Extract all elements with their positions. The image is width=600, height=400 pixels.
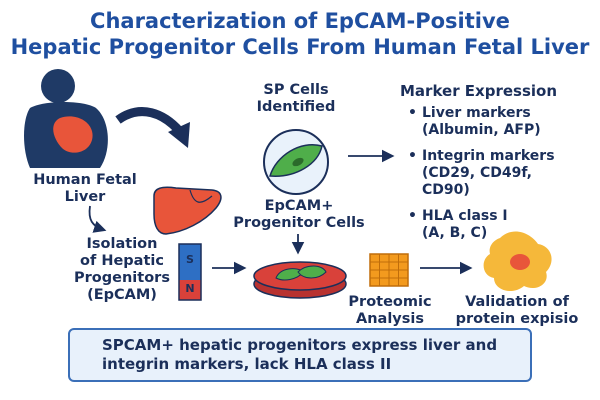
marker-list: Liver markers (Albumin, AFP) Integrin ma…: [408, 105, 598, 251]
title-line-2: Hepatic Progenitor Cells From Human Feta…: [10, 35, 590, 59]
fetal-liver-icon: [53, 116, 93, 153]
pregnant-silhouette-icon: [24, 69, 108, 168]
petri-dish-icon: [253, 261, 347, 299]
magnet-pole-s: S: [186, 253, 194, 266]
marker-heading: Marker Expression: [400, 82, 558, 100]
sp-cell-icon: [263, 129, 329, 195]
magnet-icon: [178, 243, 202, 301]
validation-cell-icon: [483, 231, 552, 292]
title-line-1: Characterization of EpCAM-Positive: [90, 9, 510, 33]
liver-organ-icon: [153, 186, 222, 235]
conclusion-text: SPCAM+ hepatic progenitors express liver…: [102, 336, 498, 373]
marker-item-integrin: Integrin markers (CD29, CD49f, CD90): [408, 148, 598, 199]
label-validation: Validation of protein expisio: [455, 294, 579, 327]
proteomic-grid-icon: [369, 253, 409, 287]
marker-item-liver: Liver markers (Albumin, AFP): [408, 105, 598, 139]
label-human-fetal-liver: Human Fetal Liver: [33, 172, 137, 205]
label-isolation: Isolation of Hepatic Progenitors (EpCAM): [74, 236, 170, 303]
arrow-to-isolation: [88, 205, 107, 233]
magnet-pole-n: N: [185, 282, 195, 295]
marker-item-hla: HLA class I (A, B, C): [408, 208, 598, 242]
conclusion-box: SPCAM+ hepatic progenitors express liver…: [68, 328, 532, 382]
label-sp-cells: SP Cells Identified: [256, 82, 336, 115]
label-proteomic: Proteomic Analysis: [348, 294, 432, 327]
page-title: Characterization of EpCAM-Positive Hepat…: [0, 8, 600, 60]
label-epcam-progenitor: EpCAM+ Progenitor Cells: [233, 198, 365, 231]
